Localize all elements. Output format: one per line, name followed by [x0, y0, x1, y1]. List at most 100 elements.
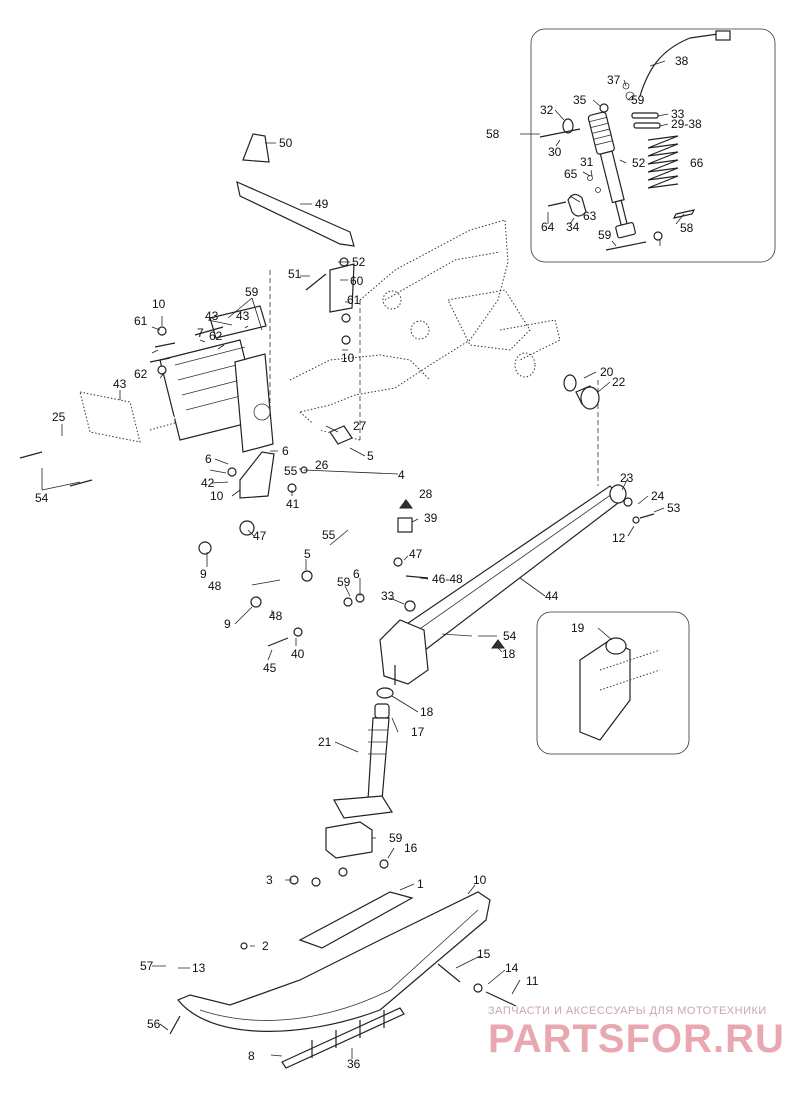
callout-43: 43	[236, 309, 250, 323]
shock-inset	[530, 28, 776, 263]
callout-labels: 50 49 52 51 60 61 10 10 59 43 61 7 62 62…	[35, 54, 704, 1071]
callout-65: 63	[583, 209, 597, 223]
callout-47: 47	[253, 529, 267, 543]
callout-12: 59	[389, 831, 403, 845]
callout-33: 29-38	[671, 117, 702, 131]
callout-59: 16	[404, 841, 418, 855]
lower-arm	[198, 520, 365, 647]
callout-55: 26	[315, 458, 329, 472]
callout-4: 42	[201, 476, 215, 490]
callout-13: 15	[477, 947, 491, 961]
watermark-tagline: ЗАПЧАСТИ И АКСЕССУАРЫ ДЛЯ МОТОТЕХНИКИ	[488, 1005, 767, 1017]
callout-5: 6	[282, 444, 289, 458]
callout-38: 37	[607, 73, 621, 87]
callout-48: 40	[291, 647, 305, 661]
callout-24: 53	[667, 501, 681, 515]
left-bracket-assembly	[19, 305, 297, 499]
callout-60: 60	[350, 274, 364, 288]
callout-28: 39	[424, 511, 438, 525]
callout-10: 10	[341, 351, 355, 365]
watermark-brand: PARTSFOR.RU	[488, 1017, 785, 1061]
callout-45: 44	[545, 589, 559, 603]
callout-30: 52	[632, 156, 646, 170]
callout-43: 43	[205, 309, 219, 323]
callout-62: 62	[134, 367, 148, 381]
detail-inset	[536, 611, 690, 755]
steering-arm	[287, 417, 429, 612]
callout-27: 5	[367, 449, 374, 463]
callout-36: 38	[675, 54, 689, 68]
callout-50: 50	[279, 136, 293, 150]
callout-59: 6	[353, 567, 360, 581]
callout-9: 48	[269, 609, 283, 623]
callout-17: 21	[318, 735, 332, 749]
callout-44: 54	[503, 629, 517, 643]
callout-52: 52	[352, 255, 366, 269]
callout-53: 12	[612, 531, 626, 545]
callout-10: 41	[286, 497, 300, 511]
callout-10: 10	[152, 297, 166, 311]
callout-55: 47	[409, 547, 423, 561]
callout-54: 28	[419, 487, 433, 501]
callout-40: 45	[263, 661, 277, 675]
leader-lines	[41, 60, 685, 1059]
callout-29-38: 58	[486, 127, 500, 141]
callout-21: 20	[600, 365, 614, 379]
callout-6: 55	[284, 464, 298, 478]
hardware-51-52-60	[305, 257, 355, 345]
callout-7: 7	[197, 326, 204, 340]
callout-63: 64	[541, 220, 555, 234]
callout-59: 35	[573, 93, 587, 107]
callout-62: 62	[209, 329, 223, 343]
callout-41: 54	[35, 491, 49, 505]
callout-6: 33	[381, 589, 395, 603]
callout-66: 65	[564, 167, 578, 181]
callout-49: 49	[315, 197, 329, 211]
callout-47: 9	[200, 567, 207, 581]
callout-1: 10	[473, 873, 487, 887]
callout-48: 59	[337, 575, 351, 589]
callout-46-48: 48	[208, 579, 222, 593]
callout-31: 66	[690, 156, 704, 170]
callout-33: 9	[224, 617, 231, 631]
callout-39: 55	[322, 528, 336, 542]
callout-22: 23	[620, 471, 634, 485]
callout-19: 18	[420, 705, 434, 719]
callout-54: 18	[502, 647, 516, 661]
callout-18: 19	[571, 621, 585, 635]
callout-35: 32	[540, 103, 554, 117]
callout-14: 11	[526, 974, 539, 988]
callout-2: 57	[140, 959, 154, 973]
callout-16: 3	[266, 873, 273, 887]
trailing-arm	[379, 380, 655, 685]
callout-58: 30	[548, 145, 562, 159]
ski-pad	[325, 821, 373, 859]
callout-6: 6	[205, 452, 212, 466]
callout-23: 24	[651, 489, 665, 503]
callout-9: 5	[304, 547, 311, 561]
callout-18: 17	[411, 725, 425, 739]
callout-32: 33	[671, 107, 685, 121]
watermark: ЗАПЧАСТИ И АКСЕССУАРЫ ДЛЯ МОТОТЕХНИКИ PA…	[488, 1005, 785, 1061]
callout-5: 46-48	[432, 572, 463, 586]
callout-8: 36	[347, 1057, 361, 1071]
bracket-50-49	[236, 133, 355, 247]
callout-59: 59	[245, 285, 259, 299]
bushings-20-21	[563, 374, 600, 410]
callout-43: 43	[113, 377, 127, 391]
callout-57: 13	[192, 961, 206, 975]
ski	[156, 859, 517, 1069]
callout-61: 61	[347, 293, 361, 307]
callout-26: 4	[398, 468, 405, 482]
callout-11: 56	[147, 1017, 161, 1031]
callout-34: 58	[680, 221, 694, 235]
callout-10: 2	[262, 939, 269, 953]
callout-37: 59	[631, 93, 645, 107]
callout-56: 8	[248, 1049, 255, 1063]
callout-15: 14	[505, 961, 519, 975]
callout-42: 10	[210, 489, 224, 503]
callout-43: 25	[52, 410, 66, 424]
spindle	[333, 687, 394, 819]
